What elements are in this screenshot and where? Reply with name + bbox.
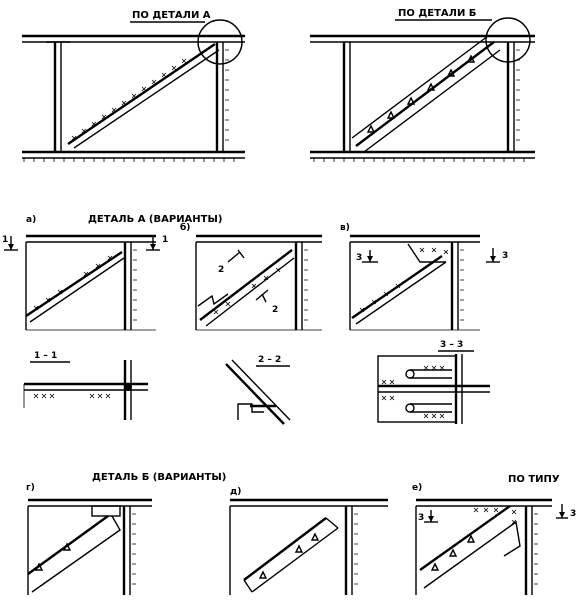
detail-b-reference: ПО ДЕТАЛИ Б <box>398 8 476 19</box>
variant-e: е) 3 3 <box>412 483 576 595</box>
section-mark-2-lower: 2 <box>272 305 278 315</box>
variant-g-label: г) <box>26 483 35 493</box>
detail-a-reference: ПО ДЕТАЛИ А <box>132 10 211 21</box>
section-mark-3-e-left: 3 <box>418 513 424 523</box>
variant-d: д) <box>229 487 388 595</box>
variant-a: а) 1 1 <box>2 215 168 331</box>
panel-overview-a: ПО ДЕТАЛИ А <box>22 10 245 162</box>
section-2-2: 2 – 2 <box>225 355 291 425</box>
detail-b-title: ДЕТАЛЬ Б (ВАРИАНТЫ) <box>92 472 226 483</box>
variant-b-label: б) <box>180 222 190 233</box>
variant-v-label: в) <box>340 223 350 233</box>
panel-overview-b: ПО ДЕТАЛИ Б <box>310 8 535 162</box>
section-mark-1-right: 1 <box>162 235 168 245</box>
section-mark-1-left: 1 <box>2 235 8 245</box>
section-mark-3-right: 3 <box>502 251 508 261</box>
section-1-1: 1 – 1 <box>23 351 148 420</box>
variant-d-label: д) <box>230 487 241 497</box>
by-type-label: ПО ТИПУ <box>508 474 560 485</box>
section-3-3-label: 3 – 3 <box>440 340 463 350</box>
variant-a-label: а) <box>26 215 36 225</box>
variant-b: б) 2 2 <box>180 222 322 331</box>
variant-g: г) <box>26 483 152 595</box>
section-3-3: 3 – 3 <box>377 340 490 424</box>
section-mark-2-upper: 2 <box>218 265 224 275</box>
section-1-1-label: 1 – 1 <box>34 351 57 361</box>
variant-v: в) 3 3 <box>340 223 508 331</box>
section-2-2-label: 2 – 2 <box>258 355 281 365</box>
section-mark-3-e-right: 3 <box>570 509 576 519</box>
section-mark-3-left: 3 <box>356 253 362 263</box>
detail-a-title: ДЕТАЛЬ А (ВАРИАНТЫ) <box>88 214 222 225</box>
variant-e-label: е) <box>412 483 422 493</box>
